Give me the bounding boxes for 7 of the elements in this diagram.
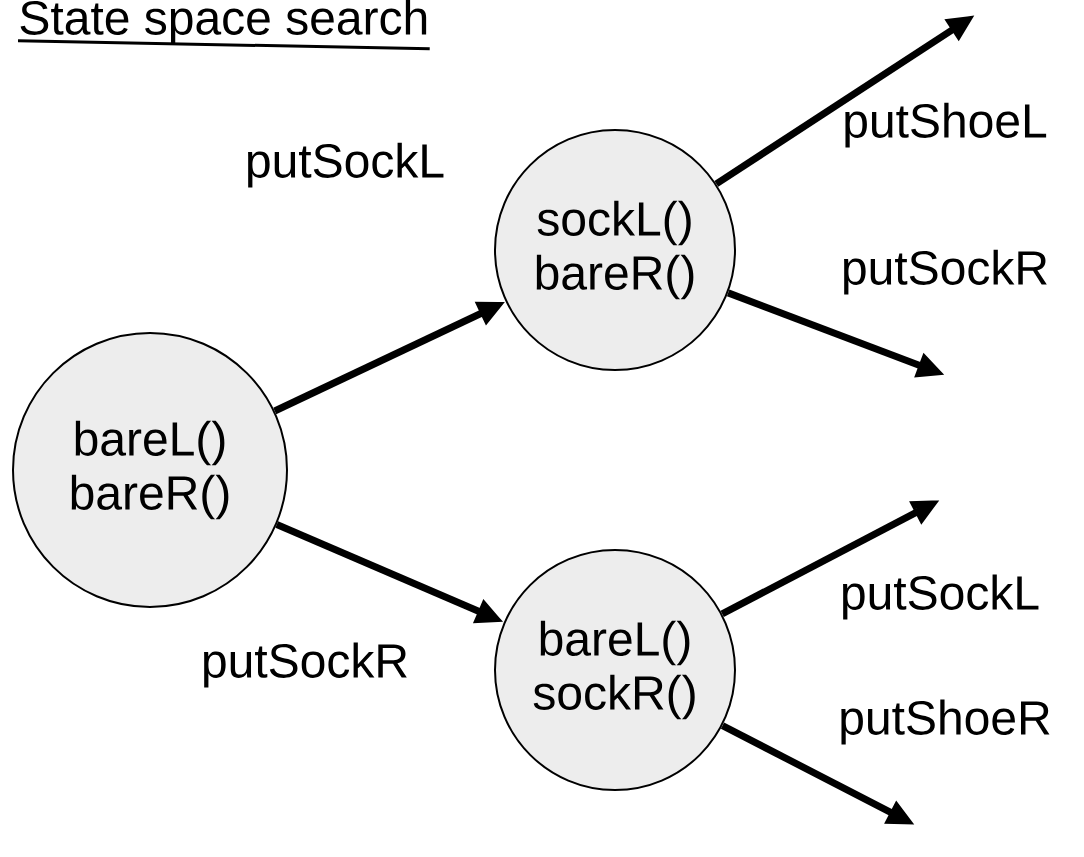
edge-label: putSockR — [204, 642, 407, 688]
edge-label: putSockL — [248, 142, 444, 188]
edge-label: putShoeL — [845, 102, 1047, 148]
edge-label: putSockL — [843, 574, 1039, 620]
title: State space search — [17, 0, 430, 51]
edge-label: putShoeR — [841, 699, 1050, 745]
edge-label: putSockR — [844, 249, 1047, 295]
